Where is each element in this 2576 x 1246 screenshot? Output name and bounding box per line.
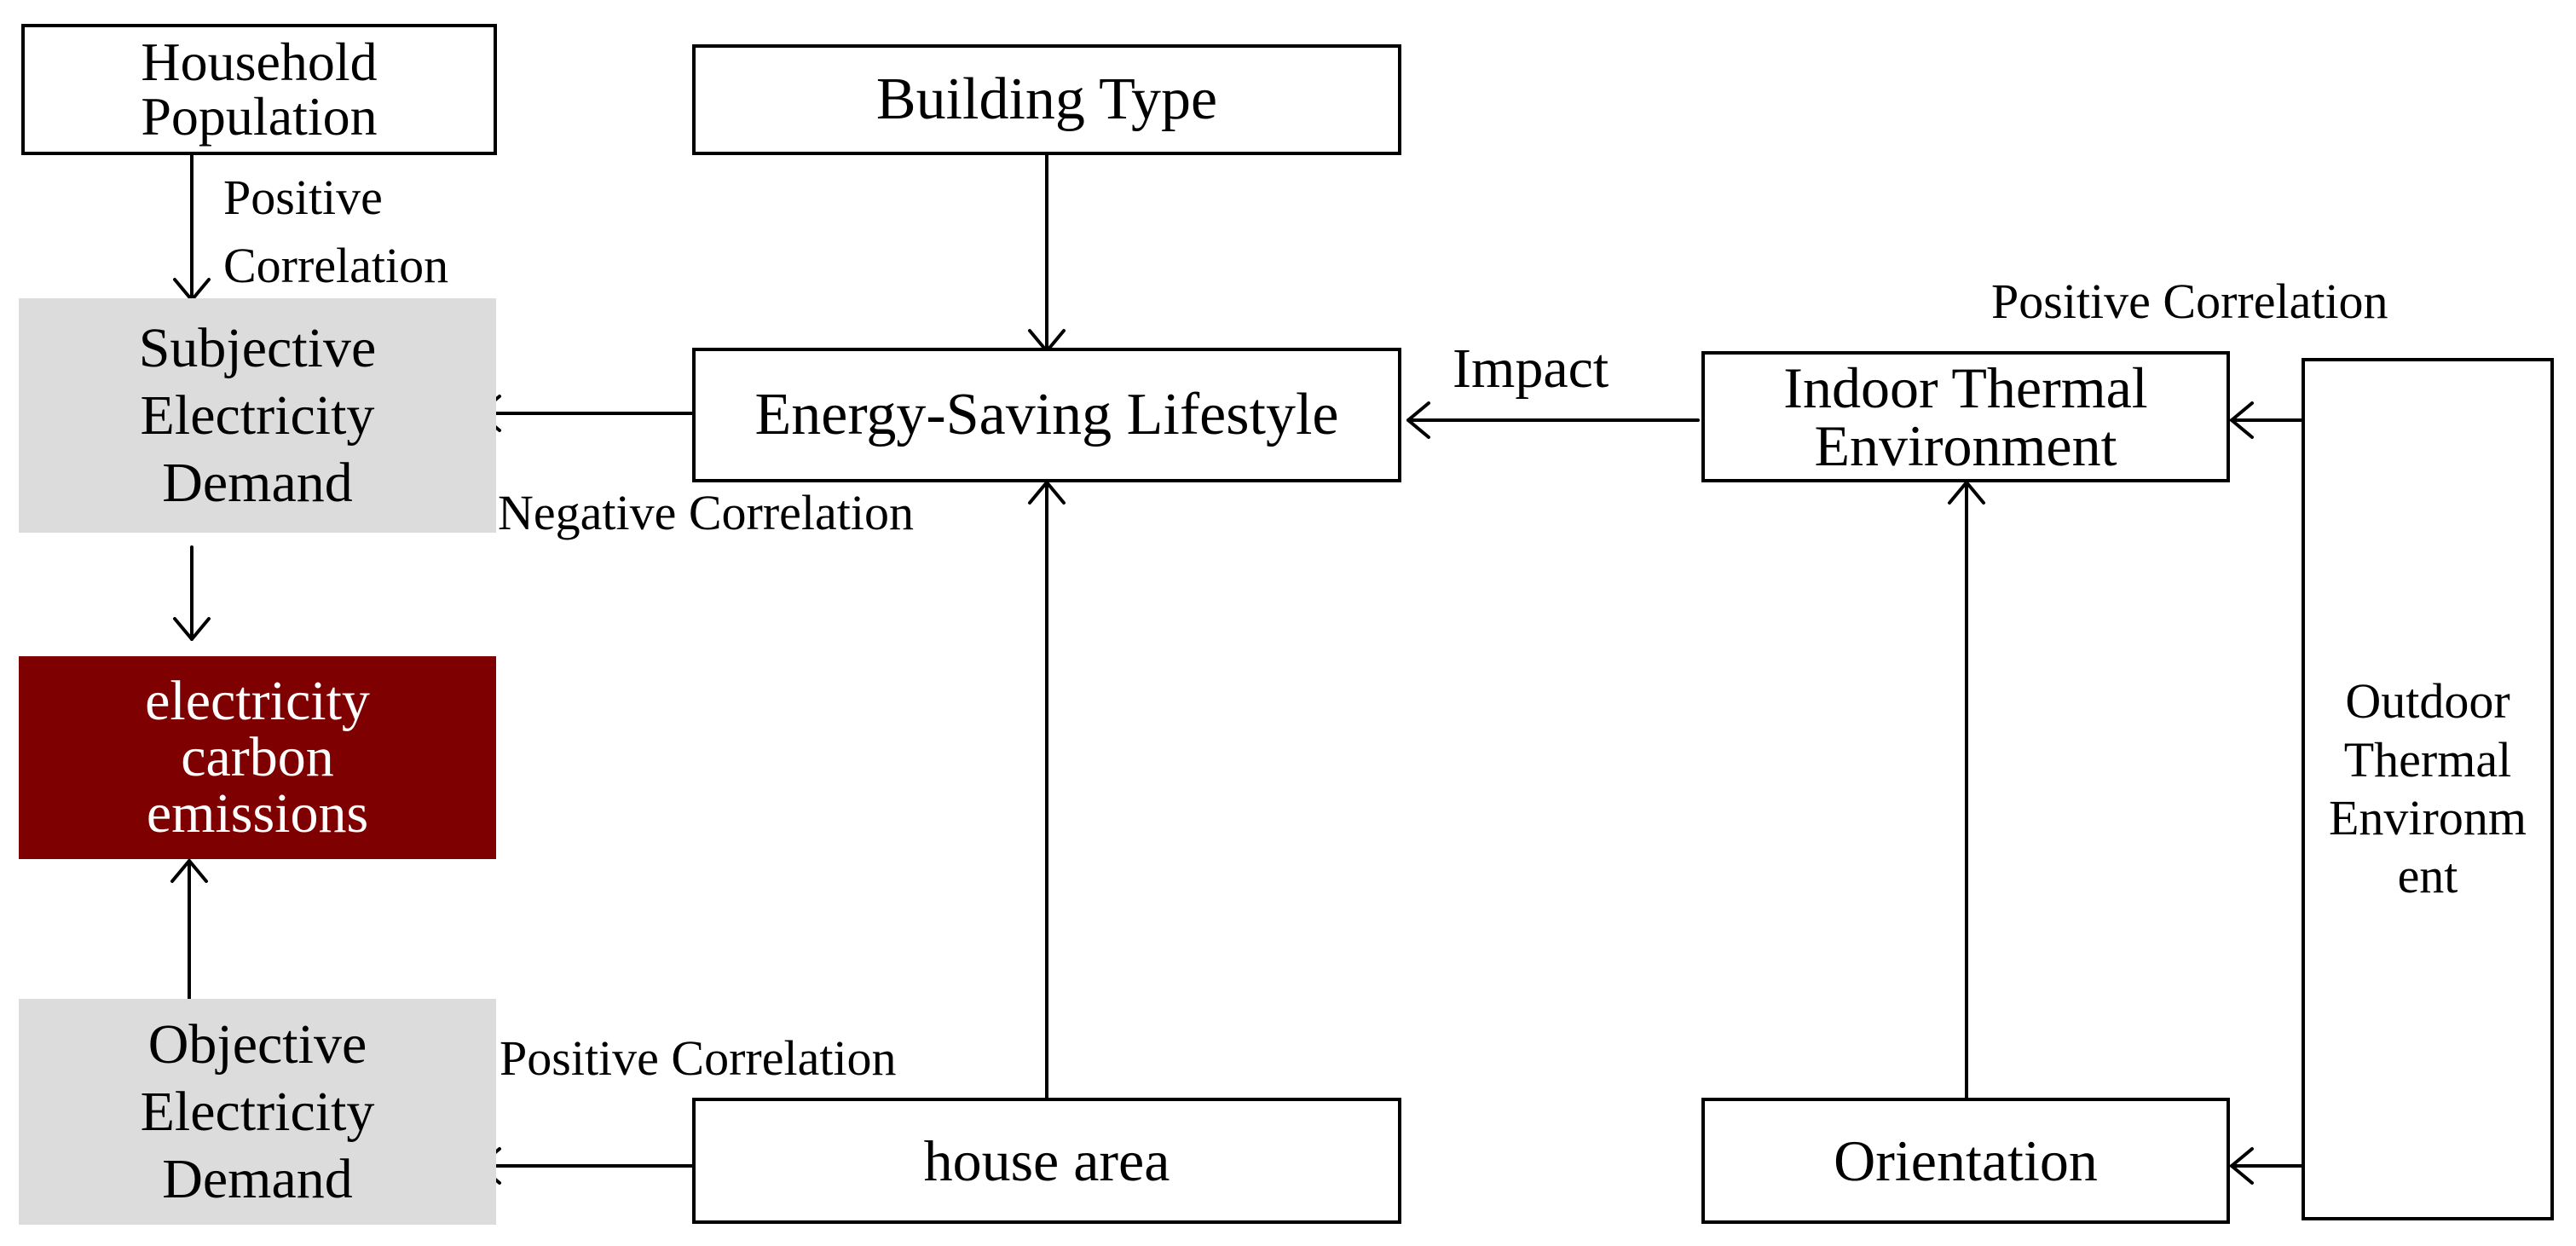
node-subjective-demand: Subjective Electricity Demand xyxy=(19,298,496,533)
label-lifestyle-subjective: Negative Correlation xyxy=(498,485,914,540)
node-objective-demand: Objective Electricity Demand xyxy=(19,999,496,1225)
node-energy-saving-lifestyle: Energy-Saving Lifestyle xyxy=(692,348,1401,482)
node-house-area: house area xyxy=(692,1098,1401,1224)
node-building-type: Building Type xyxy=(692,44,1401,155)
node-orientation: Orientation xyxy=(1701,1098,2230,1224)
node-outdoor-thermal-environment: Outdoor Thermal Environm ent xyxy=(2302,358,2554,1220)
node-indoor-thermal-environment: Indoor Thermal Environment xyxy=(1701,351,2230,482)
label-indoor-lifestyle: Impact xyxy=(1453,337,1609,400)
node-household-population: Household Population xyxy=(21,24,497,155)
node-electricity-carbon-emissions: electricity carbon emissions xyxy=(19,656,496,859)
label-household-subjective: Positive Correlation xyxy=(223,170,449,294)
label-outdoor-indoor: Positive Correlation xyxy=(1991,274,2388,329)
label-area-objective: Positive Correlation xyxy=(500,1030,897,1086)
